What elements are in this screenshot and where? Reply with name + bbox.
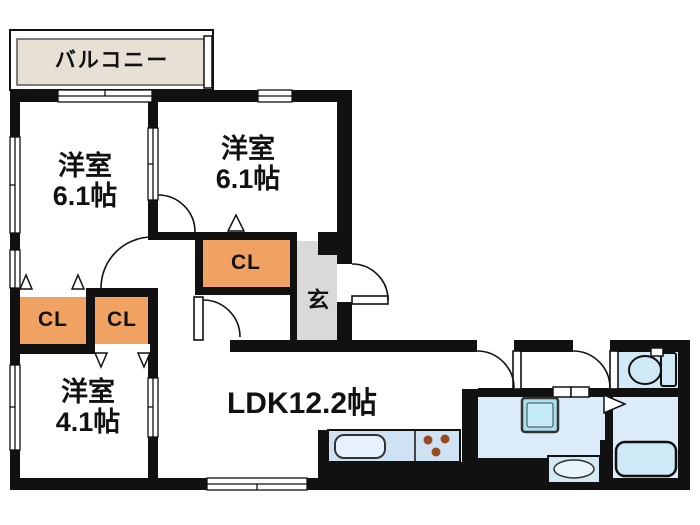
bedroom-nw-name: 洋室	[57, 150, 112, 181]
corridor-door-opening-1	[477, 340, 514, 352]
kitchen-sink	[334, 434, 386, 459]
closet-west-2-floor	[95, 297, 150, 344]
kitchen-counter	[327, 429, 461, 463]
entrance-door-opening	[337, 264, 352, 302]
door-arc-corridor-2	[572, 350, 611, 389]
bedroom-sw-size: 4.1帖	[55, 407, 121, 437]
sliding-partition-top-rooms	[147, 127, 159, 201]
door-leaf-corridor-2	[609, 350, 619, 390]
closet-west-1-floor	[20, 297, 86, 344]
ldk-size: 12.2帖	[288, 387, 378, 421]
window-south-ldk	[206, 477, 308, 491]
window-balcony-east	[257, 89, 293, 103]
door-arc-ldk	[202, 299, 241, 338]
bifold-door-marker	[552, 386, 590, 398]
balcony	[9, 29, 214, 91]
walls	[10, 90, 690, 490]
window-west-2	[9, 249, 21, 289]
entrance-floor	[297, 240, 338, 340]
door-arc-corridor-1	[476, 350, 515, 389]
laundry-pan	[547, 455, 601, 484]
bedroom-sw-name: 洋室	[60, 376, 115, 407]
closet-center-floor	[203, 240, 290, 287]
door-arc-bedroom-north	[157, 194, 196, 233]
door-arc-entrance	[351, 263, 389, 301]
marker-up-icon	[226, 213, 246, 232]
closet-west-1-label: CL	[38, 308, 68, 332]
windows	[9, 89, 610, 491]
bedroom-nw-size: 6.1帖	[52, 181, 118, 211]
marker-up-icon	[18, 273, 34, 290]
marker-up-icon	[70, 273, 86, 290]
window-balcony-west	[57, 89, 153, 103]
bedroom-n-size: 6.1帖	[215, 164, 281, 194]
bedroom-nw-label: 洋室 6.1帖	[53, 151, 118, 211]
bath-door-arrow-icon	[603, 393, 627, 415]
marker-down-icon	[136, 352, 152, 369]
entrance-label: 玄	[306, 287, 330, 313]
vanity-unit	[520, 396, 560, 434]
window-west-3	[9, 364, 21, 451]
doors	[100, 194, 619, 390]
entrance-hall-opening	[297, 232, 318, 241]
window-west-1	[9, 136, 21, 234]
ldk-label: LDK12.2帖	[227, 387, 377, 421]
corridor-door-opening-2	[573, 340, 610, 352]
closet-door-markers	[18, 213, 627, 415]
closet-west-2-opening	[95, 344, 150, 354]
door-leaf-entrance	[351, 295, 389, 305]
bathtub	[614, 440, 678, 478]
door-leaf-corridor-1	[512, 350, 522, 390]
closet-west-1-opening	[20, 288, 86, 297]
stove-burners	[423, 434, 450, 457]
balcony-label: バルコニー	[54, 49, 170, 73]
closet-fills	[20, 240, 290, 344]
bedroom-n-label: 洋室 6.1帖	[216, 134, 281, 194]
door-leaf-ldk	[193, 296, 204, 341]
closet-center-label: CL	[231, 251, 261, 275]
marker-down-icon	[93, 352, 109, 369]
door-arc-bedroom-nw	[100, 236, 153, 289]
ldk-name: LDK	[226, 387, 289, 421]
bedroom-n-name: 洋室	[220, 133, 275, 164]
bedroom-sw-label: 洋室 4.1帖	[56, 377, 121, 437]
closet-west-2-label: CL	[107, 308, 137, 332]
sliding-door-bedroom-sw	[147, 377, 159, 438]
toilet	[628, 347, 677, 387]
